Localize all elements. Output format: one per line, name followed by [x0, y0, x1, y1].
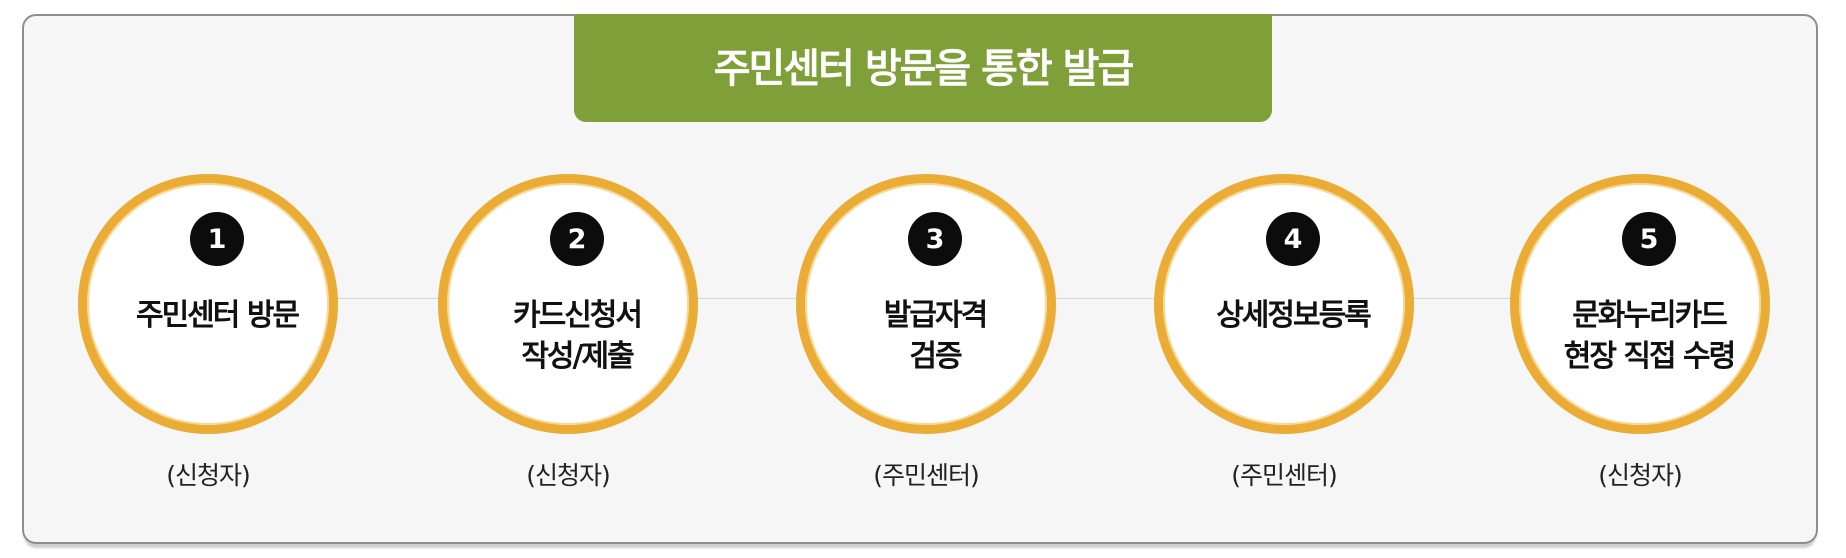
step-5: 5 문화누리카드 현장 직접 수령 (신청자) — [1510, 174, 1770, 490]
step-5-role: (신청자) — [1598, 461, 1683, 490]
step-5-title-line1: 문화누리카드 — [1572, 298, 1728, 333]
step-3: 3 발급자격 검증 (주민센터) — [796, 174, 1056, 490]
step-1-title-line1: 주민센터 방문 — [135, 298, 300, 333]
step-1-number-badge: 1 — [190, 212, 244, 266]
banner-title: 주민센터 방문을 통한 발급 — [574, 14, 1272, 122]
step-5-title-line2: 현장 직접 수령 — [1563, 339, 1737, 374]
step-4-title-line1: 상세정보등록 — [1216, 298, 1372, 333]
step-2-title-line1: 카드신청서 — [513, 298, 643, 333]
step-2: 2 카드신청서 작성/제출 (신청자) — [438, 174, 698, 490]
step-4-circle: 4 상세정보등록 — [1154, 174, 1414, 434]
step-1-title: 주민센터 방문 — [97, 295, 337, 336]
step-5-title: 문화누리카드 현장 직접 수령 — [1529, 295, 1769, 377]
step-1-role: (신청자) — [166, 461, 251, 490]
step-2-number-badge: 2 — [550, 212, 604, 266]
step-3-title-line1: 발급자격 — [883, 298, 988, 333]
step-2-title-line2: 작성/제출 — [521, 339, 634, 374]
step-3-circle: 3 발급자격 검증 — [796, 174, 1056, 434]
step-3-number-badge: 3 — [908, 212, 962, 266]
banner-title-text: 주민센터 방문을 통한 발급 — [713, 46, 1135, 92]
step-4-role: (주민센터) — [1231, 461, 1338, 490]
step-3-title: 발급자격 검증 — [815, 295, 1055, 377]
step-4: 4 상세정보등록 (주민센터) — [1154, 174, 1414, 490]
step-3-role: (주민센터) — [873, 461, 980, 490]
step-4-title: 상세정보등록 — [1173, 295, 1413, 336]
step-3-title-line2: 검증 — [909, 339, 962, 374]
step-2-circle: 2 카드신청서 작성/제출 — [438, 174, 698, 434]
step-5-number-badge: 5 — [1622, 212, 1676, 266]
step-4-number-badge: 4 — [1266, 212, 1320, 266]
step-2-title: 카드신청서 작성/제출 — [457, 295, 697, 377]
step-1: 1 주민센터 방문 (신청자) — [78, 174, 338, 490]
step-2-role: (신청자) — [526, 461, 611, 490]
step-5-circle: 5 문화누리카드 현장 직접 수령 — [1510, 174, 1770, 434]
step-1-circle: 1 주민센터 방문 — [78, 174, 338, 434]
